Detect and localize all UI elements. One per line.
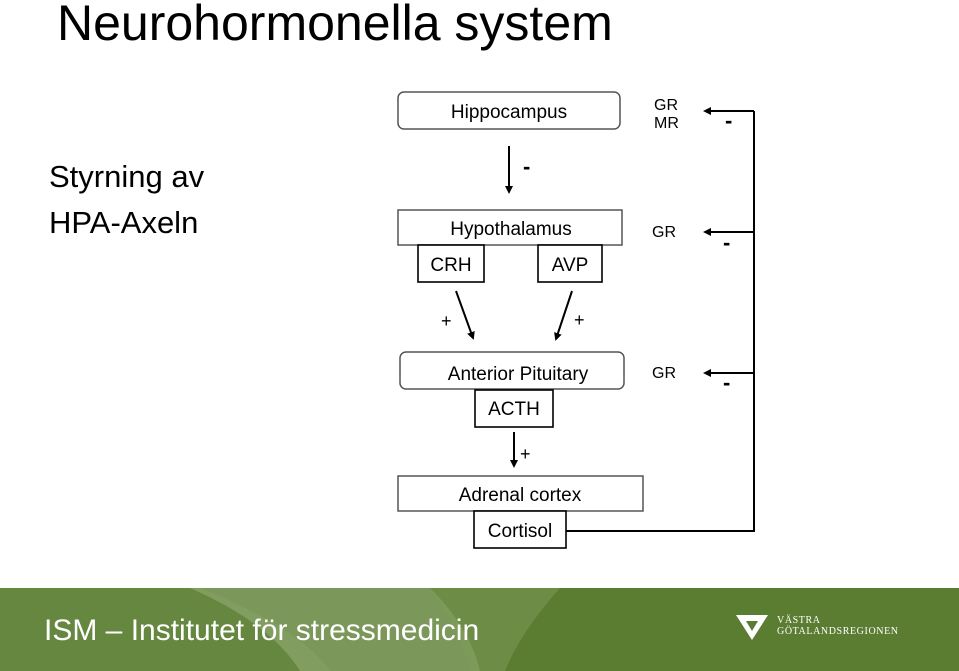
acth-label: ACTH xyxy=(488,399,540,420)
adrenal-cortex-box: Adrenal cortex xyxy=(397,475,644,512)
arrow-avp-to-pituitary xyxy=(554,290,573,341)
acth-box: ACTH xyxy=(474,389,554,428)
sign-minus-hippocampus: - xyxy=(523,154,530,179)
cortisol-label: Cortisol xyxy=(488,521,552,542)
receptor-mr-hippocampus: MR xyxy=(654,115,679,132)
cortisol-box: Cortisol xyxy=(473,510,567,549)
hypothalamus-label: Hypothalamus xyxy=(450,219,571,240)
subtitle-line-2: HPA-Axeln xyxy=(49,205,199,240)
sign-minus-feedback-low: - xyxy=(723,370,730,395)
avp-label: AVP xyxy=(552,255,589,276)
logo-line-2: GÖTALANDSREGIONEN xyxy=(777,626,899,637)
footer-institute-text: ISM – Institutet för stressmedicin xyxy=(44,614,480,647)
receptor-gr-pituitary: GR xyxy=(652,365,676,382)
vgr-logo-icon xyxy=(736,615,768,640)
sign-minus-feedback-top: - xyxy=(725,108,732,133)
crh-box: CRH xyxy=(417,244,485,283)
sign-minus-feedback-mid: - xyxy=(723,230,730,255)
hippocampus-label: Hippocampus xyxy=(451,102,567,123)
hippocampus-box: Hippocampus xyxy=(397,91,621,130)
sign-plus-acth: + xyxy=(520,444,531,464)
arrow-crh-to-pituitary xyxy=(455,290,475,340)
sign-plus-avp: + xyxy=(574,310,585,330)
feedback-line xyxy=(566,111,755,532)
anterior-pituitary-box: Anterior Pituitary xyxy=(399,351,625,390)
crh-label: CRH xyxy=(430,255,471,276)
subtitle-line-1: Styrning av xyxy=(49,159,205,194)
hypothalamus-box: Hypothalamus xyxy=(397,209,623,246)
logo-line-1: VÄSTRA xyxy=(777,615,821,626)
slide-subtitle: Styrning av HPA-Axeln xyxy=(49,154,204,246)
adrenal-cortex-label: Adrenal cortex xyxy=(459,485,582,506)
sign-plus-crh: + xyxy=(441,311,452,331)
avp-box: AVP xyxy=(537,244,603,283)
receptor-gr-hypothalamus: GR xyxy=(652,224,676,241)
footer-band xyxy=(0,588,959,671)
receptor-gr-hippocampus: GR xyxy=(654,97,678,114)
anterior-pituitary-label: Anterior Pituitary xyxy=(448,364,589,385)
region-logo-text: VÄSTRA GÖTALANDSREGIONEN xyxy=(777,615,899,637)
slide-title: Neurohormonella system xyxy=(57,0,613,51)
